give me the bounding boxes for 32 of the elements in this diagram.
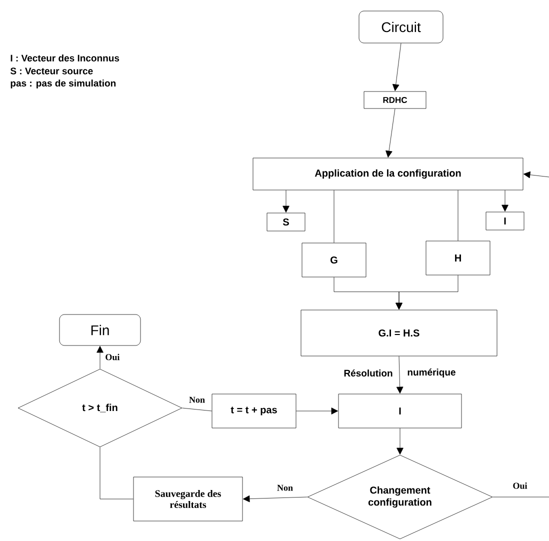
process-box: Sauvegarde des résultats xyxy=(133,476,243,522)
note-text: numérique xyxy=(408,368,456,378)
output-box: I xyxy=(486,212,524,230)
arrow xyxy=(96,346,104,369)
arrow xyxy=(396,275,458,310)
process-box: t = t + pas xyxy=(212,394,296,428)
process-box: I xyxy=(338,394,462,428)
note-text: pas : pas de simulation xyxy=(10,80,116,88)
process-box: H xyxy=(426,240,490,276)
start-box: Circuit xyxy=(358,10,444,44)
process-box: G.I = H.S xyxy=(300,310,498,356)
arrow xyxy=(296,408,338,414)
arrow xyxy=(392,43,402,92)
edge-label: Oui xyxy=(513,482,528,489)
edge-label: Non xyxy=(277,484,293,491)
edge-label: Oui xyxy=(106,354,120,360)
arrow xyxy=(396,428,404,455)
output-box: S xyxy=(266,212,306,232)
note-text: S : Vecteur source xyxy=(10,68,93,74)
end-box: Fin xyxy=(59,314,141,346)
arrow xyxy=(242,495,308,502)
process-box: RDHC xyxy=(364,91,426,109)
note-text: I : Vecteur des Inconnus xyxy=(10,54,120,62)
arrow xyxy=(282,190,290,213)
arrow xyxy=(386,108,396,158)
arrow xyxy=(523,171,549,178)
process-box: G xyxy=(302,242,366,278)
arrow xyxy=(502,190,508,212)
arrow xyxy=(396,356,404,394)
edge-label: Non xyxy=(189,396,205,403)
note-text: Résolution xyxy=(344,369,392,377)
process-box: Application de la configuration xyxy=(252,158,524,190)
